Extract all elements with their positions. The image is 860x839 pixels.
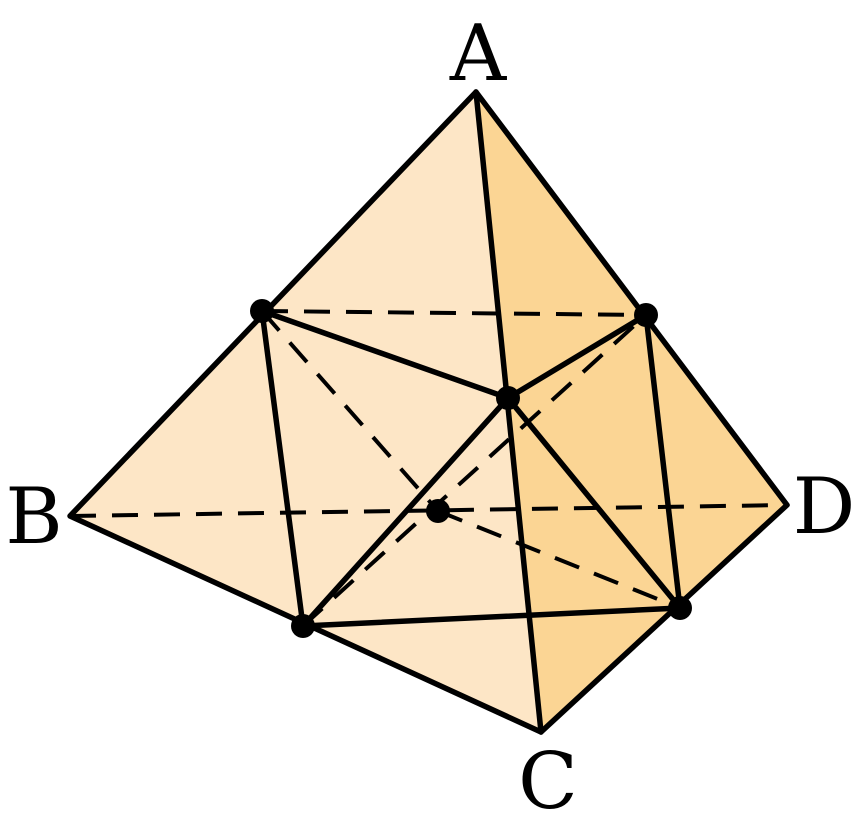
face-acd — [476, 92, 787, 732]
line-ad-cd — [643, 312, 683, 611]
line-ac-bc — [300, 395, 511, 629]
midpoint-ad — [634, 303, 658, 327]
hidden-line-center-cd — [437, 509, 681, 610]
midpoint-cd — [668, 596, 692, 620]
line-ab-bc — [259, 308, 306, 629]
midpoint-bd — [426, 499, 450, 523]
face-abc — [70, 92, 541, 732]
midpoint-ab — [250, 299, 274, 323]
line-ac-cd — [505, 395, 683, 611]
line-ad-ac — [505, 312, 649, 401]
vertex-label-a: A — [449, 9, 508, 99]
vertex-label-d: D — [793, 462, 856, 552]
midpoint-bc — [291, 614, 315, 638]
hidden-line-bc-ad — [301, 313, 648, 628]
line-bc-cd — [300, 605, 683, 629]
visible-lines — [67, 89, 790, 735]
vertex-label-b: B — [5, 472, 62, 562]
vertex-label-c: C — [518, 737, 578, 827]
hidden-line-ab-center — [260, 309, 440, 513]
hidden-midline-ab-ad — [261, 309, 647, 317]
midpoint-ac — [496, 386, 520, 410]
tetrahedron-outline — [67, 89, 790, 735]
midpoints — [250, 299, 692, 638]
line-ab-ac — [259, 308, 511, 401]
edge-ac — [473, 89, 544, 735]
